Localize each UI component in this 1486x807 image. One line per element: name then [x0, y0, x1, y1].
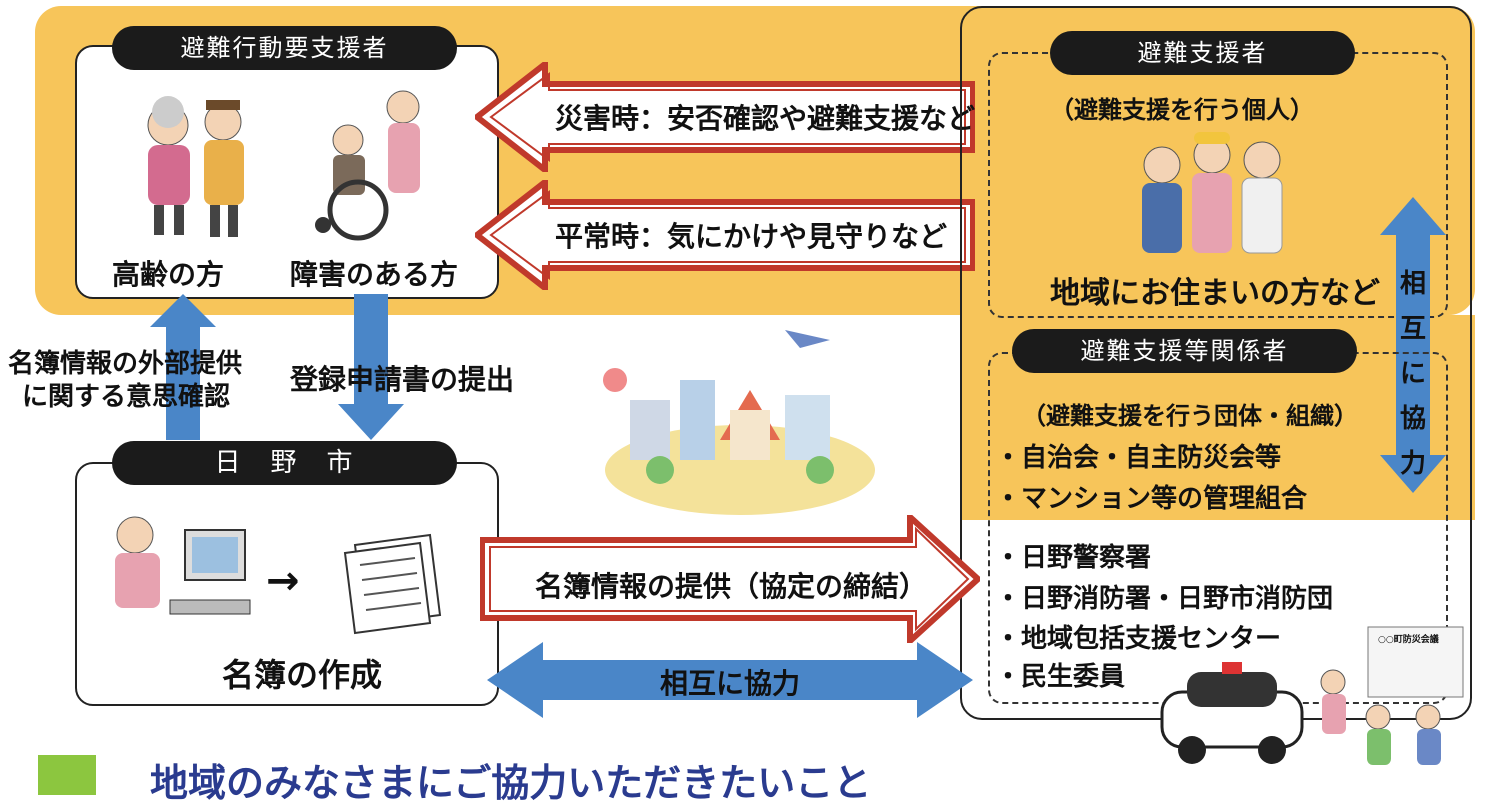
wheelchair-user-icon — [298, 85, 448, 245]
stakeholders-title: 避難支援等関係者 — [1012, 329, 1357, 373]
normal-arrow — [475, 180, 975, 290]
provide-arrow — [480, 515, 980, 643]
disaster-arrow-label: 災害時：安否確認や避難支援など — [555, 102, 976, 135]
stakeholder-item: ・自治会・自主防災会等 — [995, 443, 1282, 473]
supporters-caption: 地域にお住まいの方など — [1050, 276, 1380, 311]
consent-label-line1: 名簿情報の外部提供 — [8, 349, 243, 379]
supporters-title: 避難支援者 — [1050, 31, 1355, 75]
community-people-icon — [1122, 120, 1312, 270]
normal-arrow-label: 平常時：気にかけや見守りなど — [555, 220, 948, 253]
support-needed-panel — [75, 45, 499, 299]
cooperate-arrow-label: 相互に協力 — [660, 667, 801, 700]
city-title: 日 野 市 — [112, 441, 457, 485]
supporters-subtitle: （避難支援を行う個人） — [1050, 96, 1314, 124]
stakeholder-item: ・地域包括支援センター — [995, 624, 1282, 654]
elderly-label: 高齢の方 — [112, 258, 225, 291]
town-globe-icon — [590, 320, 880, 520]
consent-label-line2: に関する意思確認 — [22, 382, 231, 412]
footer-heading: 地域のみなさまにご協力いただきたいこと — [150, 761, 872, 805]
consent-up-arrow — [150, 294, 216, 440]
stakeholder-item: ・民生委員 — [995, 662, 1126, 692]
community-meeting-icon — [1308, 622, 1473, 770]
application-down-arrow — [338, 294, 404, 440]
vertical-cooperate-arrow — [1380, 197, 1446, 493]
police-car-icon — [1152, 652, 1312, 770]
vertical-cooperate-label: 相 互 に 協 力 — [1399, 269, 1426, 479]
stakeholders-subtitle: （避難支援を行う団体・組織） — [1022, 402, 1358, 430]
application-label: 登録申請書の提出 — [290, 363, 515, 396]
elderly-couple-icon — [118, 90, 268, 240]
footer-square-icon — [38, 755, 96, 795]
city-caption: 名簿の作成 — [222, 656, 383, 694]
stakeholder-item: ・マンション等の管理組合 — [995, 484, 1308, 514]
right-arrow-symbol: → — [266, 558, 300, 604]
disaster-arrow — [475, 62, 975, 172]
meeting-sign: ○○町防災会議 — [1378, 635, 1439, 645]
stakeholder-item: ・日野警察署 — [995, 543, 1152, 573]
provide-arrow-label: 名簿情報の提供（協定の締結） — [535, 570, 928, 603]
cooperate-arrow — [487, 642, 973, 718]
document-stack-icon — [335, 525, 455, 635]
disabled-label: 障害のある方 — [290, 258, 459, 291]
support-needed-title: 避難行動要支援者 — [112, 26, 457, 70]
person-at-computer-icon — [90, 505, 255, 645]
stakeholder-item: ・日野消防署・日野市消防団 — [995, 584, 1334, 614]
